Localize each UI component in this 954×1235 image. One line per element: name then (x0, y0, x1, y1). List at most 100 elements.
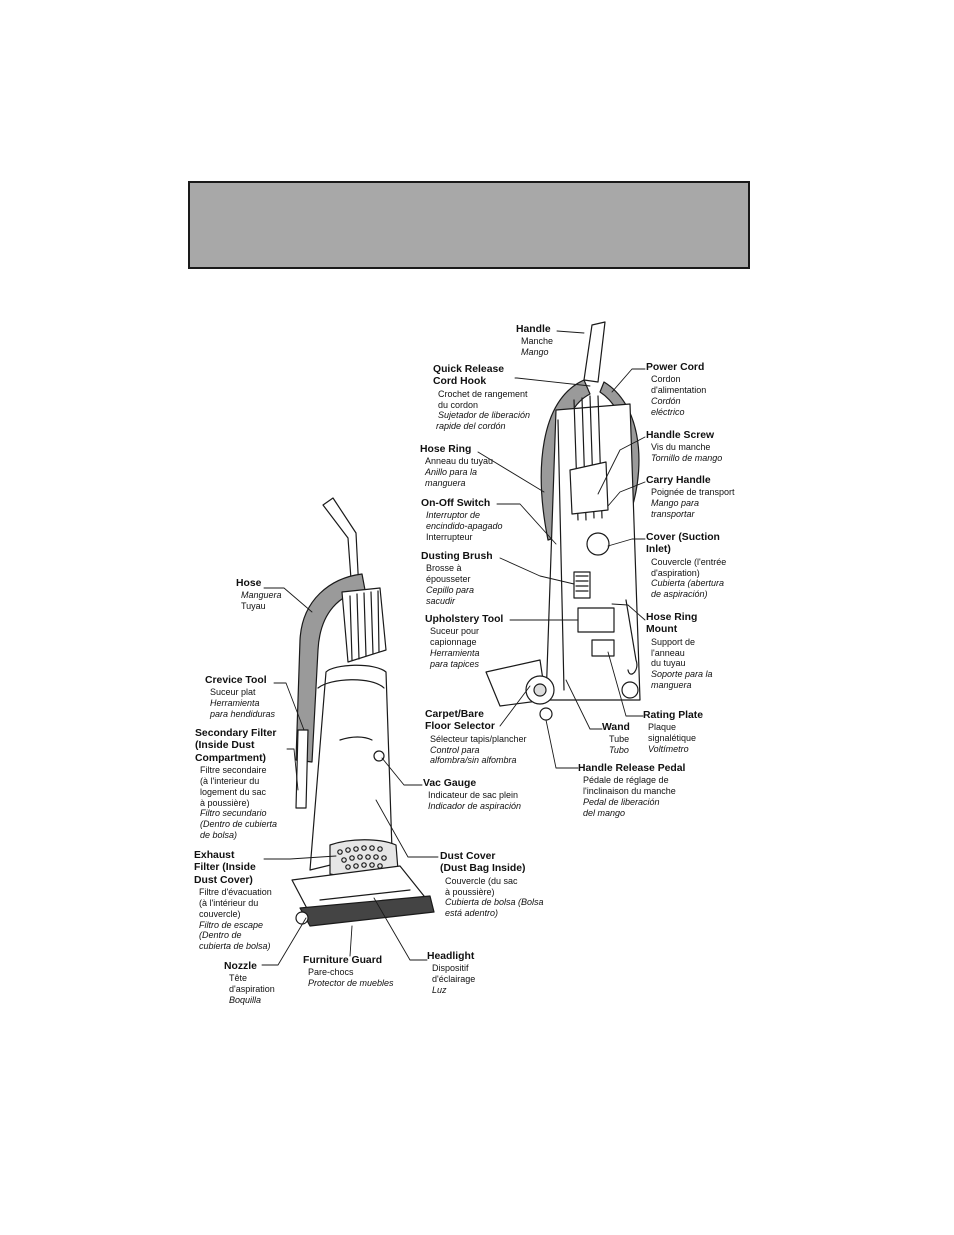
rear-view-vacuum (485, 321, 641, 721)
label-nozzle-fr-1: Tête (229, 973, 248, 984)
label-wand-fr: Tube (609, 734, 630, 745)
label-quick-release-cord-hook: Quick Release Cord Hook Crochet de range… (433, 364, 530, 432)
label-carry-handle-title: Carry Handle (646, 475, 711, 486)
label-on-off-es-1: Interruptor de (426, 510, 481, 521)
label-dust-cover-title-1: Dust Cover (440, 851, 496, 862)
label-on-off-fr: Interrupteur (426, 532, 473, 542)
label-secondary-title-2: (Inside Dust (195, 740, 255, 752)
label-secondary-filter: Secondary Filter (Inside Dust Compartmen… (195, 728, 277, 841)
label-hose-ring-mount-title-1: Hose Ring (646, 612, 698, 623)
label-dusting-brush-fr-1: Brosse à (426, 563, 462, 574)
label-secondary-fr-4: à poussière) (200, 797, 250, 808)
label-power-cord-fr-1: Cordon (651, 374, 681, 385)
label-on-off-switch: On-Off Switch Interruptor de encindido-a… (421, 498, 503, 543)
label-nozzle-fr-2: d'aspiration (229, 984, 275, 995)
label-carpet-bare-title-1: Carpet/Bare (425, 709, 484, 720)
label-dust-cover-fr-2: à poussière) (445, 886, 495, 897)
label-handle-release-title: Handle Release Pedal (578, 763, 686, 774)
label-wand-title: Wand (602, 722, 630, 733)
label-exhaust-title-1: Exhaust (194, 850, 235, 861)
label-carry-handle-fr: Poignée de transport (651, 487, 735, 498)
label-exhaust-es-1: Filtro de escape (199, 919, 264, 930)
label-headlight-es: Luz (432, 985, 447, 995)
leader-lines (261, 330, 646, 966)
label-vac-gauge: Vac Gauge Indicateur de sac plein Indica… (423, 778, 521, 812)
label-handle-fr: Manche (521, 336, 554, 347)
label-hose-ring-es-2: manguera (425, 478, 466, 488)
label-carpet-bare-floor-selector: Carpet/Bare Floor Selector Sélecteur tap… (425, 709, 527, 766)
label-vac-gauge-es: Indicador de aspiración (428, 801, 522, 812)
label-exhaust-title-2: Filter (Inside (194, 862, 256, 874)
label-exhaust-fr-1: Filtre d'évacuation (199, 887, 272, 898)
label-furniture-guard-es: Protector de muebles (308, 978, 394, 989)
label-rating-plate-fr-2: signalétique (648, 733, 697, 744)
label-hose-ring-mount-fr-3: du tuyau (651, 658, 686, 669)
label-hose-ring-es-1: Anillo para la (425, 467, 478, 478)
label-quick-release-fr-1: Crochet de rangement (438, 388, 528, 399)
label-cover-suction-es-1: Cubierta (abertura (651, 578, 725, 589)
label-secondary-es-2: (Dentro de cubierta (200, 819, 278, 830)
label-nozzle-es: Boquilla (229, 995, 262, 1005)
label-wand: Wand Tube Tubo (602, 722, 630, 756)
label-dust-cover-es-2: está adentro) (445, 908, 499, 919)
label-hose-ring: Hose Ring Anneau du tuyau Anillo para la… (420, 444, 493, 489)
label-hose-fr: Tuyau (241, 601, 266, 612)
label-quick-release-es-1: Sujetador de liberación (438, 410, 531, 421)
label-hose-ring-mount-es-2: manguera (651, 680, 692, 690)
label-exhaust-fr-3: couvercle) (199, 908, 241, 919)
label-handle-release-fr-1: Pédale de réglage de (583, 775, 669, 786)
label-power-cord: Power Cord Cordon d'alimentation Cordón … (646, 362, 706, 418)
label-secondary-es-1: Filtro secundario (200, 808, 267, 819)
label-dusting-brush: Dusting Brush Brosse à épousseter Cepill… (421, 551, 493, 607)
label-crevice-es-2: para hendiduras (210, 709, 276, 719)
label-handle-screw-title: Handle Screw (646, 430, 715, 441)
label-rating-plate-es: Voltímetro (648, 744, 689, 754)
label-handle-release-es-1: Pedal de liberación (583, 797, 660, 807)
front-view-vacuum (291, 497, 435, 927)
label-dusting-brush-es-1: Cepillo para (426, 585, 475, 595)
label-hose-ring-mount-fr-1: Support de (651, 636, 696, 647)
label-power-cord-es-1: Cordón (651, 396, 681, 406)
label-cover-suction-es-2: de aspiración) (651, 589, 708, 600)
label-cover-suction-fr-1: Couvercle (l'entrée (651, 556, 727, 567)
label-nozzle-title: Nozzle (224, 961, 257, 972)
section-header-banner (188, 181, 750, 269)
label-carpet-bare-es-2: alfombra/sin alfombra (430, 755, 517, 766)
label-dusting-brush-es-2: sacudir (426, 595, 456, 606)
label-exhaust-title-3: Dust Cover) (194, 874, 253, 886)
label-hose: Hose Manguera Tuyau (236, 578, 282, 612)
label-power-cord-es-2: eléctrico (651, 406, 685, 417)
label-handle-es: Mango (521, 347, 549, 358)
label-secondary-es-3: de bolsa) (200, 830, 238, 840)
label-handle-screw: Handle Screw Vis du manche Tornillo de m… (646, 430, 722, 464)
label-secondary-fr-2: (à l'interieur du (200, 776, 260, 787)
label-handle-screw-es: Tornillo de mango (651, 453, 723, 464)
label-cover-suction-title-2: Inlet) (646, 544, 671, 556)
label-secondary-fr-1: Filtre secondaire (200, 765, 267, 776)
label-secondary-fr-3: logement du sac (200, 786, 267, 797)
label-carpet-bare-fr: Sélecteur tapis/plancher (430, 733, 527, 744)
label-handle-screw-fr: Vis du manche (651, 442, 711, 453)
label-on-off-es-2: encindido-apagado (426, 521, 503, 532)
label-hose-es: Manguera (241, 590, 282, 601)
label-vac-gauge-title: Vac Gauge (423, 778, 477, 789)
label-crevice-title: Crevice Tool (205, 675, 267, 686)
label-wand-es: Tubo (609, 745, 629, 756)
label-rating-plate: Rating Plate Plaque signalétique Voltíme… (643, 710, 703, 755)
label-hose-ring-mount: Hose Ring Mount Support de l'anneau du t… (646, 612, 713, 691)
label-upholstery-es-1: Herramienta (430, 648, 480, 658)
label-cover-suction-fr-2: d'aspiration) (651, 567, 700, 578)
label-power-cord-fr-2: d'alimentation (651, 385, 707, 396)
label-on-off-title: On-Off Switch (421, 498, 491, 509)
label-furniture-guard-title: Furniture Guard (303, 955, 383, 966)
label-quick-release-title-1: Quick Release (433, 364, 505, 375)
label-hose-ring-mount-fr-2: l'anneau (651, 647, 685, 658)
label-handle-release-es-2: del mango (583, 807, 626, 818)
label-hose-ring-fr: Anneau du tuyau (425, 456, 494, 467)
label-dust-cover: Dust Cover (Dust Bag Inside) Couvercle (… (440, 851, 544, 919)
label-headlight: Headlight Dispositif d'éclairage Luz (427, 951, 475, 996)
label-handle-release-pedal: Handle Release Pedal Pédale de réglage d… (578, 763, 685, 819)
label-rating-plate-fr-1: Plaque (648, 722, 677, 733)
label-hose-ring-mount-es-1: Soporte para la (651, 669, 713, 680)
